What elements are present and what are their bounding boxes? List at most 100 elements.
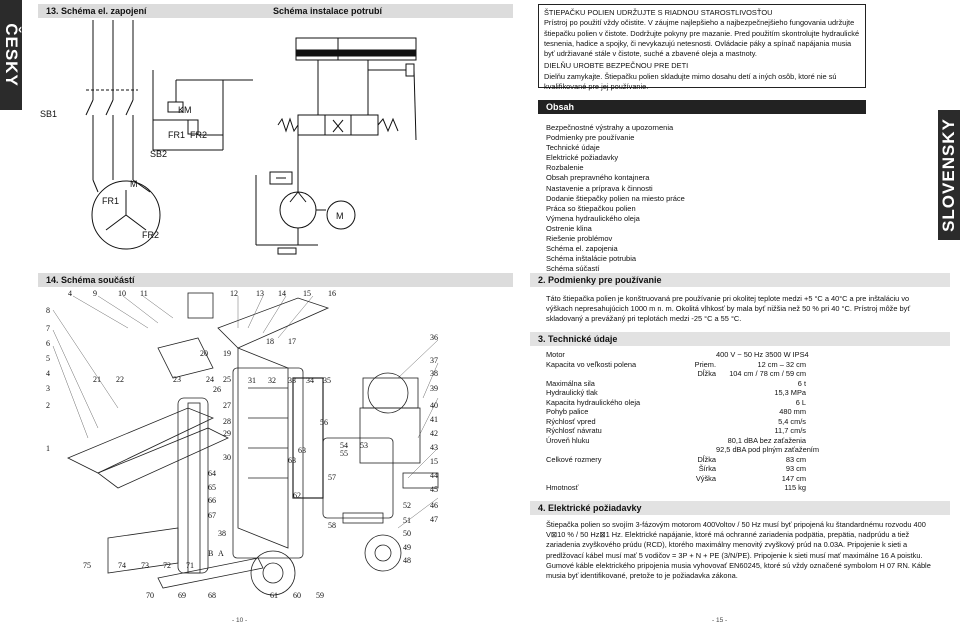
toc-item: Schéma el. zapojenia bbox=[546, 244, 618, 254]
part-number-label: 67 bbox=[208, 511, 216, 520]
part-number-label: 38 bbox=[430, 369, 438, 378]
part-number-label: 74 bbox=[118, 561, 126, 570]
tech-row: Výška 147 cm bbox=[546, 474, 806, 484]
part-number-label: 42 bbox=[430, 429, 438, 438]
part-number-label: 48 bbox=[403, 556, 411, 565]
part-number-label: 66 bbox=[208, 496, 216, 505]
tech-sublabel bbox=[658, 398, 716, 408]
toc-header: Obsah bbox=[538, 100, 866, 114]
part-number-label: 55 bbox=[340, 449, 348, 458]
part-number-label: 72 bbox=[163, 561, 171, 570]
part-number-label: 27 bbox=[223, 401, 231, 410]
part-number-label: 75 bbox=[83, 561, 91, 570]
side-label: ČESKY bbox=[2, 23, 22, 87]
tech-sublabel bbox=[658, 388, 716, 398]
page-number-left: - 10 - bbox=[232, 617, 248, 624]
part-number-label: 62 bbox=[293, 491, 301, 500]
warning-text: Prístroj po použití vždy očistite. V záu… bbox=[544, 18, 860, 59]
tech-value: 5,4 cm/s bbox=[778, 416, 806, 426]
part-number-label: 61 bbox=[270, 591, 278, 600]
tech-value: 83 cm bbox=[785, 454, 806, 464]
part-number-label: 15 bbox=[303, 289, 311, 298]
tech-label: Motor bbox=[546, 350, 565, 359]
tech-sublabel bbox=[658, 379, 716, 389]
section-header-conditions: 2. Podmienky pre používanie bbox=[530, 273, 950, 287]
side-tab-slovensky: SLOVENSKY bbox=[938, 110, 960, 240]
part-number-label: 50 bbox=[403, 529, 411, 538]
label-fr1: FR1 bbox=[168, 130, 185, 140]
tech-label: Pohyb palice bbox=[546, 407, 589, 416]
tech-sublabel bbox=[658, 436, 716, 446]
part-number-label: 21 bbox=[93, 375, 101, 384]
label-fr1-motor: FR1 bbox=[102, 196, 119, 206]
section-header-technical: 3. Technické údaje bbox=[530, 332, 950, 346]
part-number-label: 39 bbox=[430, 384, 438, 393]
label-sb2: SB2 bbox=[150, 149, 167, 159]
tech-label bbox=[546, 474, 658, 484]
part-number-label: 20 bbox=[200, 349, 208, 358]
tech-sublabel bbox=[658, 407, 716, 417]
tech-sublabel bbox=[658, 445, 716, 455]
tech-value: 15,3 MPa bbox=[774, 388, 806, 397]
part-number-label: 4 bbox=[46, 369, 50, 378]
tech-row: 92,5 dBA pod plným zaťažením bbox=[546, 445, 820, 455]
tech-sublabel: Šírka bbox=[698, 464, 716, 473]
part-number-label: 52 bbox=[403, 501, 411, 510]
label-m: M bbox=[130, 179, 138, 189]
toc-item: Elektrické požiadavky bbox=[546, 153, 619, 163]
part-number-label: 11 bbox=[140, 289, 148, 298]
part-number-label: 70 bbox=[146, 591, 154, 600]
part-number-label: 6 bbox=[46, 339, 50, 348]
part-number-label: 4 bbox=[68, 289, 72, 298]
toc-item: Technické údaje bbox=[546, 143, 600, 153]
tech-row: Rýchlosť vpred 5,4 cm/s bbox=[546, 417, 806, 427]
part-number-label: 9 bbox=[93, 289, 97, 298]
tech-label bbox=[546, 445, 658, 455]
tech-label: Kapacita vo veľkosti polena bbox=[546, 359, 637, 369]
tech-sublabel bbox=[658, 350, 716, 360]
section-title: 3. Technické údaje bbox=[538, 334, 618, 344]
tech-sublabel: Výška bbox=[695, 473, 716, 483]
label-m-hydraulic: M bbox=[336, 211, 344, 221]
tech-value: 115 kg bbox=[784, 483, 806, 492]
part-number-label: 15 bbox=[430, 457, 438, 466]
tech-label: Rýchlosť vpred bbox=[546, 416, 596, 426]
page-number-right: - 15 - bbox=[712, 617, 728, 624]
part-number-label: 26 bbox=[213, 385, 221, 394]
toc-item: Ostrenie klina bbox=[546, 223, 592, 233]
tech-label: Maximálna sila bbox=[546, 378, 595, 388]
part-number-label: 28 bbox=[223, 417, 231, 426]
side-tab-cesky: ČESKY bbox=[0, 0, 22, 110]
tech-value: 147 cm bbox=[781, 473, 806, 483]
part-number-label: 34 bbox=[306, 376, 314, 385]
part-number-label: 12 bbox=[230, 289, 238, 298]
warning-text-2: Dielňu zamykajte. Štiepačku polien sklad… bbox=[544, 71, 837, 92]
tech-value: 80,1 dBA bez zaťaženia bbox=[727, 435, 806, 445]
tech-value: 93 cm bbox=[785, 464, 806, 473]
wiring-diagram: SB1 KM FR1 FR2 SB2 M FR1 FR2 M bbox=[40, 20, 417, 255]
toc-item: Podmienky pre používanie bbox=[546, 133, 635, 143]
toc-item: Práca so štiepačkou polien bbox=[546, 203, 636, 213]
part-number-label: 18 bbox=[266, 337, 274, 346]
part-number-label: 59 bbox=[316, 591, 324, 600]
part-number-label: 44 bbox=[430, 471, 438, 480]
part-number-label: 73 bbox=[141, 561, 149, 570]
toc-item: Rozbalenie bbox=[546, 163, 584, 173]
tech-value: 92,5 dBA pod plným zaťažením bbox=[716, 445, 820, 454]
part-number-label: 68 bbox=[208, 591, 216, 600]
section-header-electrical: 4. Elektrické požiadavky bbox=[530, 501, 950, 515]
side-label: SLOVENSKY bbox=[939, 118, 959, 232]
label-fr2: FR2 bbox=[190, 130, 207, 140]
part-number-label: 56 bbox=[320, 418, 328, 427]
part-number-label: 14 bbox=[278, 289, 286, 298]
tech-value: 480 mm bbox=[779, 407, 806, 416]
toc-item: Dodanie štiepačky polien na miesto práce bbox=[546, 193, 685, 203]
warning-heading-2: DIELŇU UROBTE BEZPEČNOU PRE DETI bbox=[544, 61, 689, 71]
parts-title: 14. Schéma součástí bbox=[46, 275, 135, 285]
